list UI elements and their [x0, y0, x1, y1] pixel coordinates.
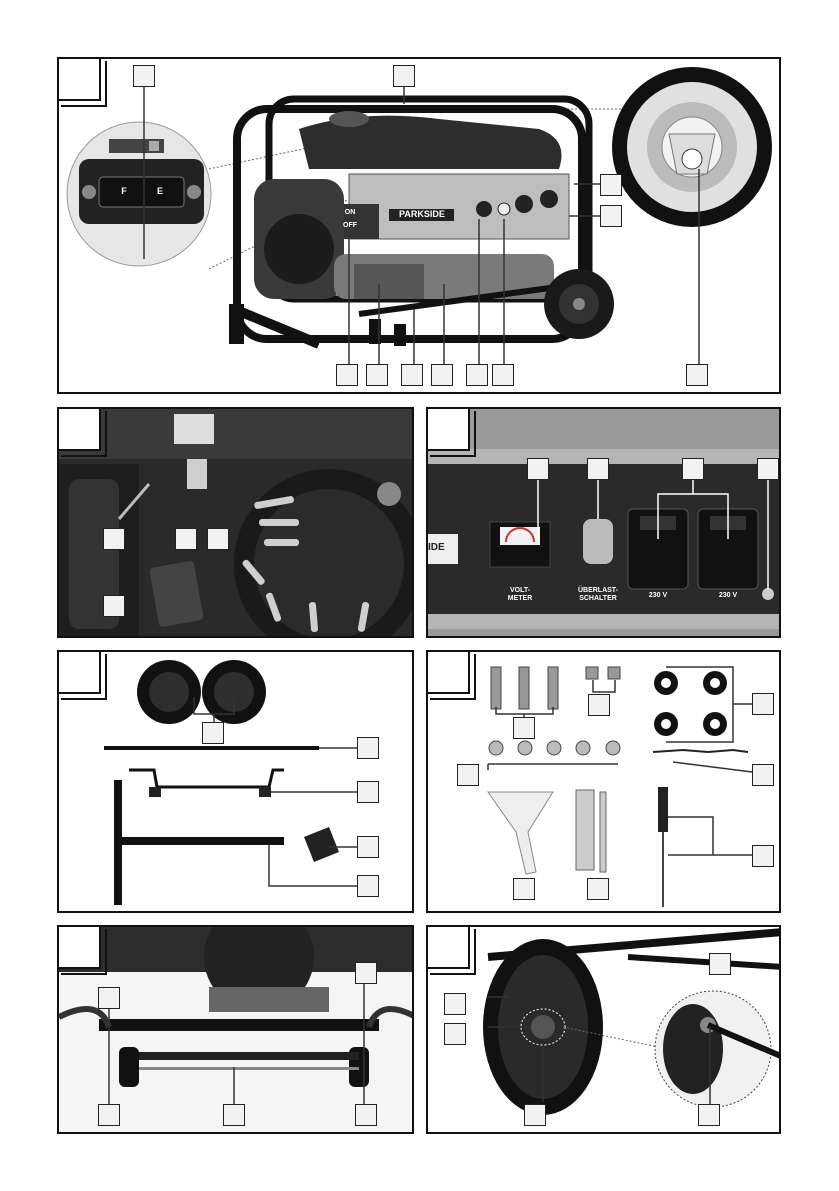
callout-box [133, 65, 155, 87]
panel-engine [57, 407, 414, 638]
callout-box [355, 1104, 377, 1126]
callout-box [524, 1104, 546, 1126]
callout-box [457, 764, 479, 786]
socket-1-voltage-label: 230 V [633, 592, 683, 600]
callout-box [207, 528, 229, 550]
voltmeter-label-line2: METER [500, 595, 540, 603]
panel-parts-large [57, 650, 414, 913]
overload-switch-label-line1: ÜBERLAST- [568, 587, 628, 595]
callout-box [175, 528, 197, 550]
callout-box [431, 364, 453, 386]
callout-box [103, 595, 125, 617]
callout-box [466, 364, 488, 386]
callout-box [98, 1104, 120, 1126]
callout-box [587, 458, 609, 480]
panel-corner-marker [57, 650, 101, 694]
panel-wheel-assembly [426, 925, 781, 1134]
callout-box [444, 1023, 466, 1045]
callout-box [366, 364, 388, 386]
panel-parts-small [426, 650, 781, 913]
control-panel-illustration [428, 409, 781, 638]
callout-box [357, 737, 379, 759]
callout-box [223, 1104, 245, 1126]
callout-box [355, 962, 377, 984]
callout-box [600, 205, 622, 227]
callout-box [757, 458, 779, 480]
panel-corner-marker [57, 407, 101, 451]
generator-illustration [59, 59, 781, 394]
voltmeter-label-line1: VOLT- [500, 587, 540, 595]
switch-on-label: ON [343, 209, 357, 217]
panel-corner-marker [426, 925, 470, 969]
callout-box [401, 364, 423, 386]
callout-box [357, 781, 379, 803]
callout-box [202, 722, 224, 744]
callout-box [103, 528, 125, 550]
callout-box [587, 878, 609, 900]
base-frame-illustration [59, 927, 414, 1134]
socket-2-voltage-label: 230 V [703, 592, 753, 600]
panel-corner-marker [426, 407, 470, 451]
panel-base-frame [57, 925, 414, 1134]
panel-corner-marker [57, 57, 101, 101]
callout-box [686, 364, 708, 386]
callout-box [336, 364, 358, 386]
panel-control: IDE VOLT- METER ÜBERLAST- SCHALTER 230 V… [426, 407, 781, 638]
callout-box [752, 845, 774, 867]
callout-box [357, 875, 379, 897]
callout-box [752, 764, 774, 786]
callout-box [513, 878, 535, 900]
callout-box [682, 458, 704, 480]
callout-box [357, 836, 379, 858]
brand-fragment: IDE [428, 542, 445, 553]
fuel-gauge-empty: E [155, 187, 165, 195]
overload-switch-label-line2: SCHALTER [568, 595, 628, 603]
switch-off-label: OFF [343, 222, 357, 230]
callout-box [709, 953, 731, 975]
callout-box [98, 987, 120, 1009]
callout-box [698, 1104, 720, 1126]
parts-small-illustration [428, 652, 781, 913]
callout-box [588, 694, 610, 716]
callout-box [752, 693, 774, 715]
callout-box [492, 364, 514, 386]
fuel-gauge-full: F [119, 187, 129, 195]
callout-box [393, 65, 415, 87]
panel-overview: PARKSIDE ON OFF F E [57, 57, 781, 394]
panel-corner-marker [426, 650, 470, 694]
callout-box [513, 717, 535, 739]
callout-box [600, 174, 622, 196]
brand-logo: PARKSIDE [399, 209, 445, 219]
panel-corner-marker [57, 925, 101, 969]
callout-box [444, 993, 466, 1015]
callout-box [527, 458, 549, 480]
